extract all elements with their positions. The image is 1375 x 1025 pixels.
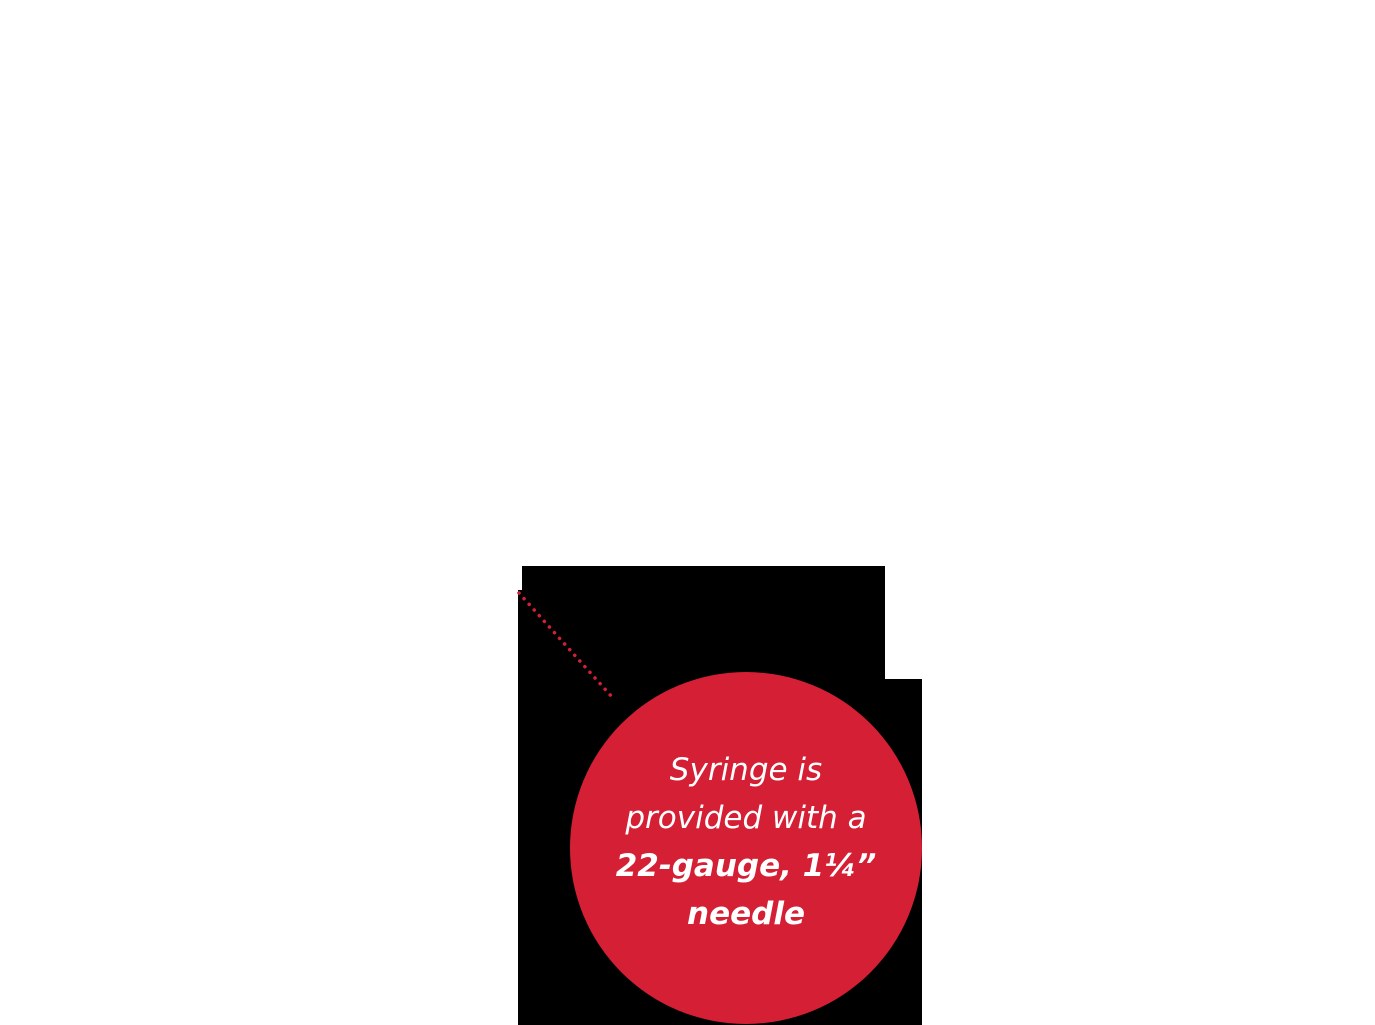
callout-line-4: needle xyxy=(687,896,805,932)
callout-line-1: Syringe is xyxy=(669,752,823,788)
black-backdrop-top xyxy=(522,566,885,680)
callout-circle: Syringe is provided with a 22-gauge, 1¼”… xyxy=(570,672,922,1024)
callout-line-3: 22-gauge, 1¼” xyxy=(615,848,877,884)
callout-line-2: provided with a xyxy=(625,800,867,836)
callout-text: Syringe is provided with a 22-gauge, 1¼”… xyxy=(616,746,877,938)
